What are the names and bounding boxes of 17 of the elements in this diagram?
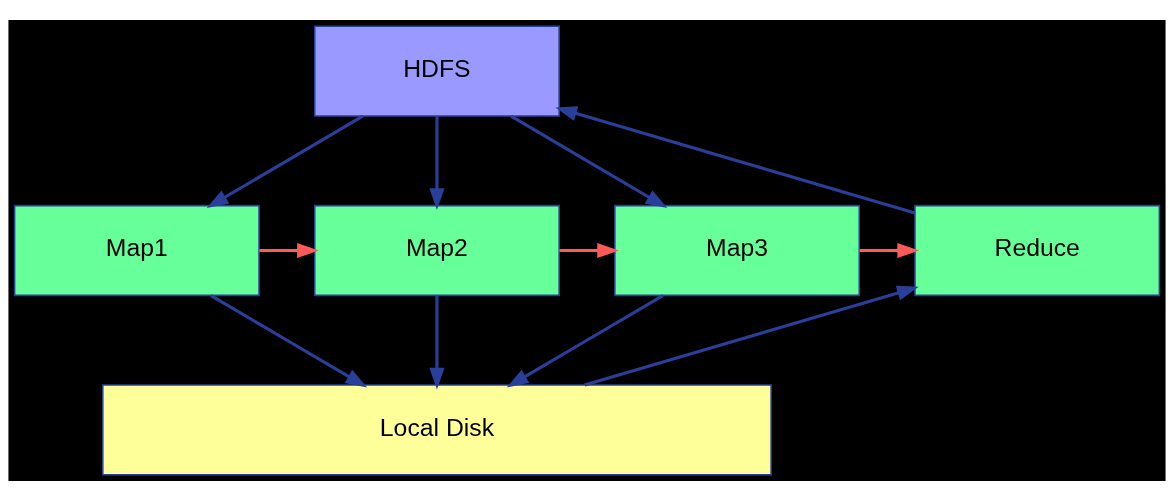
arrow	[210, 294, 368, 388]
node-box: Reduce	[914, 204, 1161, 297]
arrow	[559, 242, 619, 259]
arrow	[429, 116, 445, 210]
node-box: HDFS	[313, 25, 560, 117]
arrow	[506, 294, 664, 388]
arrow	[206, 114, 364, 208]
arrow	[259, 242, 319, 259]
node-box: Map3	[614, 204, 861, 297]
arrow	[584, 285, 919, 387]
arrow	[510, 114, 668, 208]
node-box: Map1	[13, 204, 260, 297]
node-box: Map2	[313, 204, 560, 297]
arrow	[555, 106, 916, 215]
arrow	[429, 295, 445, 390]
arrow	[859, 242, 920, 259]
node-box: Local Disk	[102, 384, 772, 476]
